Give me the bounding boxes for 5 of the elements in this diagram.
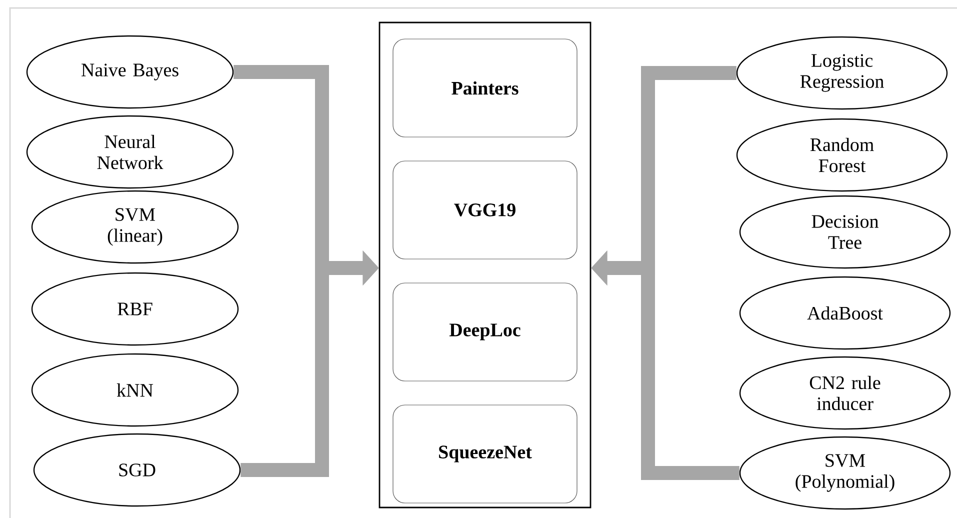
group-box xyxy=(378,22,592,508)
model-box: VGG19 xyxy=(392,160,578,260)
model-box: DeepLoc xyxy=(392,282,578,382)
model-box: Painters xyxy=(392,38,578,138)
model-box: SqueezeNet xyxy=(392,404,578,504)
